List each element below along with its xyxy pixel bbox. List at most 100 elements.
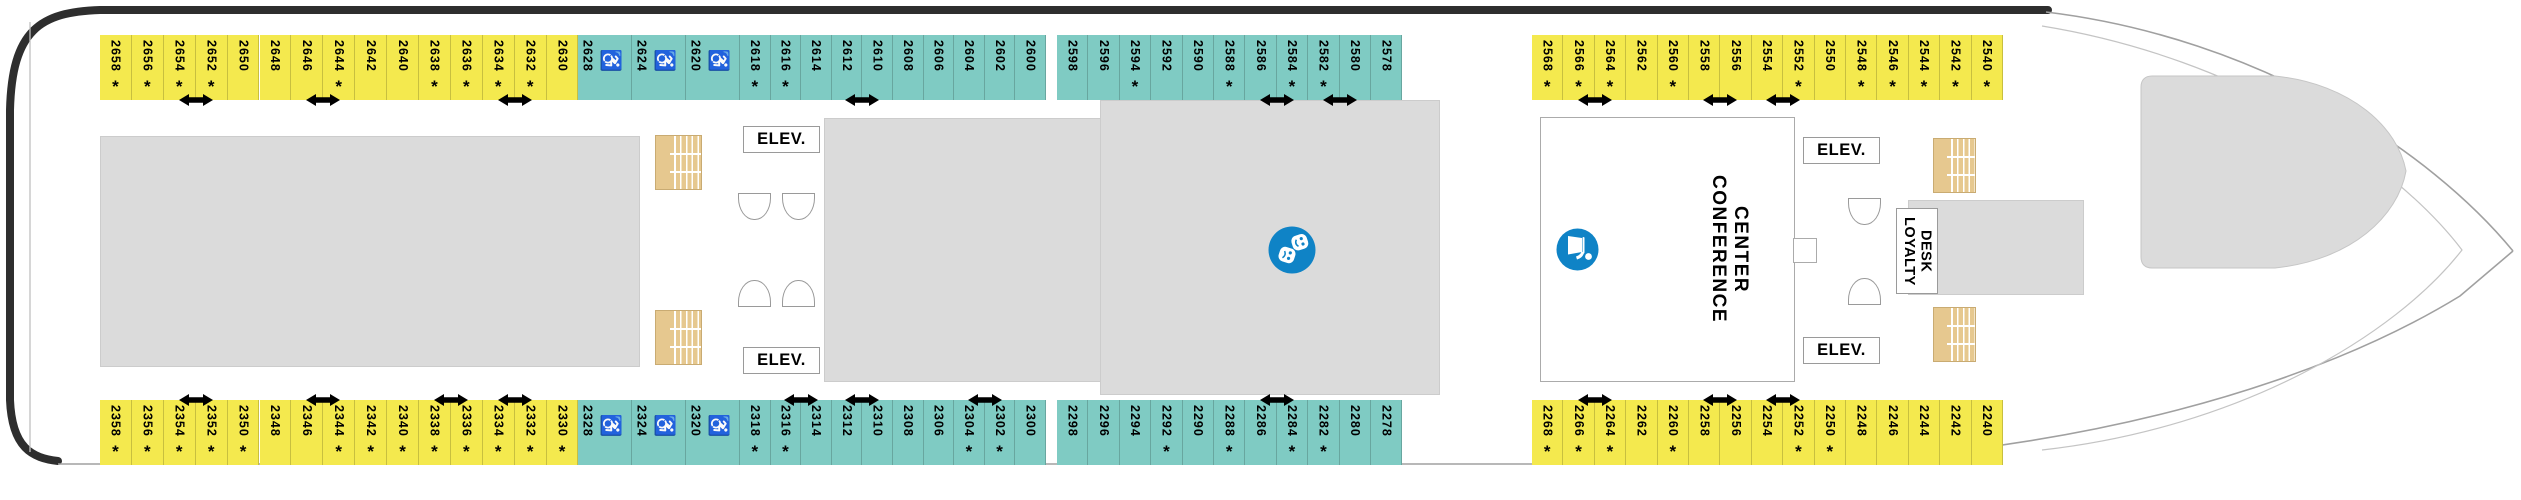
cabin-2252[interactable]: 2252* [1783,400,1815,465]
cabin-2356[interactable]: 2356* [131,400,164,465]
cabin-2582[interactable]: 2582* [1308,35,1340,100]
cabin-2542[interactable]: 2542* [1940,35,1972,100]
cabin-2642[interactable]: 2642 [355,35,388,100]
cabin-2658[interactable]: 2658* [100,35,132,100]
cabin-2564[interactable]: 2564* [1594,35,1627,100]
cabin-2562[interactable]: 2562 [1626,35,1658,100]
cabin-2598[interactable]: 2598 [1057,35,1089,100]
cabin-2246[interactable]: 2246 [1877,400,1909,465]
cabin-2316[interactable]: 2316* [770,400,802,465]
cabin-2244[interactable]: 2244 [1908,400,1941,465]
cabin-2554[interactable]: 2554 [1751,35,1784,100]
cabin-2556[interactable]: 2556 [1720,35,1752,100]
cabin-2606[interactable]: 2606 [923,35,955,100]
cabin-2586[interactable]: 2586 [1245,35,1277,100]
cabin-2632[interactable]: 2632* [514,35,547,100]
cabin-2600[interactable]: 2600 [1015,35,1046,100]
cabin-2630[interactable]: 2630 [546,35,579,100]
cabin-2646[interactable]: 2646 [291,35,324,100]
cabin-2344[interactable]: 2344* [323,400,356,465]
cabin-2296[interactable]: 2296 [1088,400,1120,465]
cabin-2264[interactable]: 2264* [1594,400,1627,465]
cabin-2338[interactable]: 2338* [419,400,451,465]
cabin-2284[interactable]: 2284* [1276,400,1309,465]
cabin-2298[interactable]: 2298 [1057,400,1089,465]
cabin-2650[interactable]: 2650 [227,35,260,100]
cabin-2648[interactable]: 2648 [259,35,292,100]
cabin-2260[interactable]: 2260* [1657,400,1689,465]
cabin-2294[interactable]: 2294 [1119,400,1152,465]
cabin-2336[interactable]: 2336* [450,400,483,465]
cabin-2240[interactable]: 2240 [1971,400,2003,465]
cabin-2302[interactable]: 2302* [984,400,1016,465]
cabin-2348[interactable]: 2348 [259,400,292,465]
cabin-2636[interactable]: 2636* [450,35,483,100]
cabin-2334[interactable]: 2334* [482,400,515,465]
cabin-2550[interactable]: 2550 [1814,35,1846,100]
cabin-2540[interactable]: 2540* [1971,35,2003,100]
cabin-2558[interactable]: 2558 [1689,35,1721,100]
cabin-2308[interactable]: 2308 [893,400,924,465]
cabin-2544[interactable]: 2544* [1908,35,1941,100]
cabin-2310[interactable]: 2310 [862,400,893,465]
cabin-2352[interactable]: 2352* [195,400,228,465]
cabin-2330[interactable]: 2330* [546,400,579,465]
cabin-2318[interactable]: 2318* [740,400,771,465]
cabin-2610[interactable]: 2610 [862,35,893,100]
cabin-2340[interactable]: 2340* [387,400,419,465]
cabin-2612[interactable]: 2612 [831,35,863,100]
cabin-2614[interactable]: 2614 [801,35,832,100]
cabin-2328[interactable]: 2328♿ [578,400,632,465]
cabin-2278[interactable]: 2278 [1371,400,1403,465]
cabin-2640[interactable]: 2640 [387,35,419,100]
cabin-2292[interactable]: 2292* [1151,400,1183,465]
cabin-2314[interactable]: 2314 [801,400,832,465]
cabin-2608[interactable]: 2608 [893,35,924,100]
cabin-2624[interactable]: 2624♿ [632,35,686,100]
cabin-2288[interactable]: 2288* [1214,400,1246,465]
cabin-2324[interactable]: 2324♿ [632,400,686,465]
cabin-2254[interactable]: 2254 [1751,400,1784,465]
cabin-2644[interactable]: 2644* [323,35,356,100]
cabin-2566[interactable]: 2566* [1563,35,1595,100]
cabin-2354[interactable]: 2354* [163,400,196,465]
cabin-2604[interactable]: 2604 [954,35,985,100]
cabin-2282[interactable]: 2282* [1308,400,1340,465]
cabin-2258[interactable]: 2258 [1689,400,1721,465]
cabin-2602[interactable]: 2602 [984,35,1016,100]
cabin-2654[interactable]: 2654* [163,35,196,100]
cabin-2590[interactable]: 2590 [1182,35,1214,100]
cabin-2596[interactable]: 2596 [1088,35,1120,100]
cabin-2306[interactable]: 2306 [923,400,955,465]
cabin-2638[interactable]: 2638* [419,35,451,100]
cabin-2634[interactable]: 2634* [482,35,515,100]
cabin-2342[interactable]: 2342* [355,400,388,465]
cabin-2592[interactable]: 2592 [1151,35,1183,100]
cabin-2242[interactable]: 2242 [1940,400,1972,465]
cabin-2620[interactable]: 2620♿ [686,35,740,100]
cabin-2618[interactable]: 2618* [740,35,771,100]
cabin-2300[interactable]: 2300 [1015,400,1046,465]
cabin-2250[interactable]: 2250* [1814,400,1846,465]
cabin-2578[interactable]: 2578 [1371,35,1403,100]
cabin-2580[interactable]: 2580 [1339,35,1371,100]
cabin-2552[interactable]: 2552* [1783,35,1815,100]
cabin-2656[interactable]: 2656* [131,35,164,100]
cabin-2350[interactable]: 2350* [227,400,260,465]
cabin-2256[interactable]: 2256 [1720,400,1752,465]
cabin-2280[interactable]: 2280 [1339,400,1371,465]
cabin-2358[interactable]: 2358* [100,400,132,465]
cabin-2346[interactable]: 2346 [291,400,324,465]
cabin-2312[interactable]: 2312 [831,400,863,465]
cabin-2560[interactable]: 2560* [1657,35,1689,100]
cabin-2584[interactable]: 2584* [1276,35,1309,100]
cabin-2304[interactable]: 2304* [954,400,985,465]
cabin-2290[interactable]: 2290 [1182,400,1214,465]
cabin-2568[interactable]: 2568* [1532,35,1564,100]
cabin-2332[interactable]: 2332* [514,400,547,465]
cabin-2268[interactable]: 2268* [1532,400,1564,465]
cabin-2546[interactable]: 2546* [1877,35,1909,100]
cabin-2588[interactable]: 2588* [1214,35,1246,100]
cabin-2594[interactable]: 2594* [1119,35,1152,100]
cabin-2248[interactable]: 2248 [1846,400,1878,465]
